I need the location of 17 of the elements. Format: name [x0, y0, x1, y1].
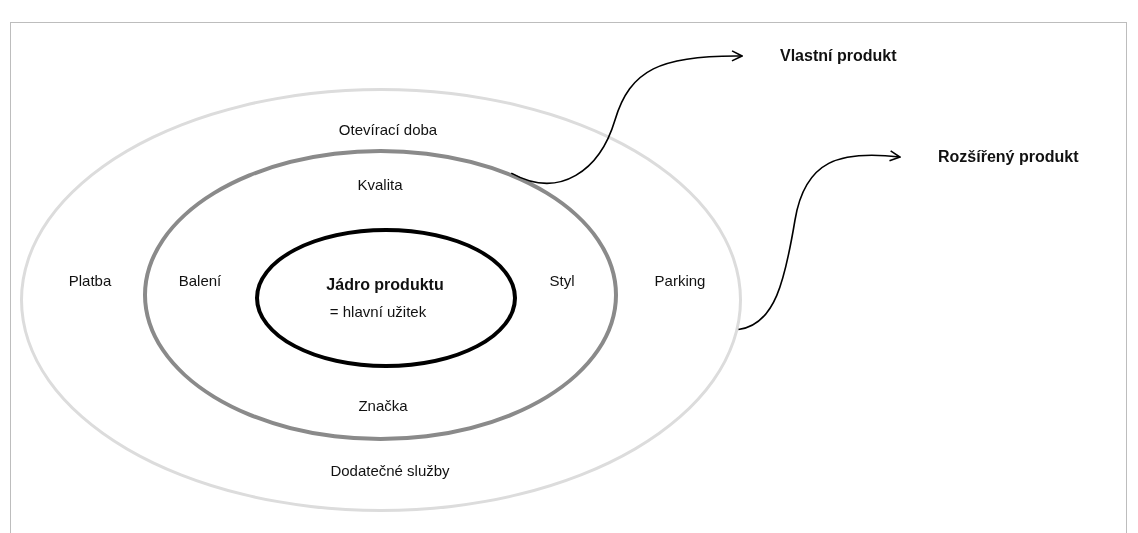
middle-ellipse [143, 149, 618, 441]
ring-label: Platba [68, 271, 112, 289]
curved-arrow [737, 150, 901, 331]
ring-label: Balení [178, 271, 222, 289]
inner-ellipse [255, 228, 517, 368]
ring-label: Kvalita [357, 175, 403, 193]
outer-ellipse [20, 88, 742, 512]
ring-label: Dodatečné služby [330, 461, 450, 479]
ring-label: Styl [549, 271, 575, 289]
product-level-label: Vlastní produkt [780, 47, 897, 65]
ring-label: Otevírací doba [338, 120, 438, 138]
curved-arrow [510, 50, 743, 184]
product-level-label: Rozšířený produkt [938, 148, 1079, 166]
ring-label: = hlavní užitek [329, 302, 427, 320]
core-heading: Jádro produktu [326, 276, 444, 294]
ring-label: Značka [358, 396, 408, 414]
ring-label: Parking [654, 271, 706, 289]
